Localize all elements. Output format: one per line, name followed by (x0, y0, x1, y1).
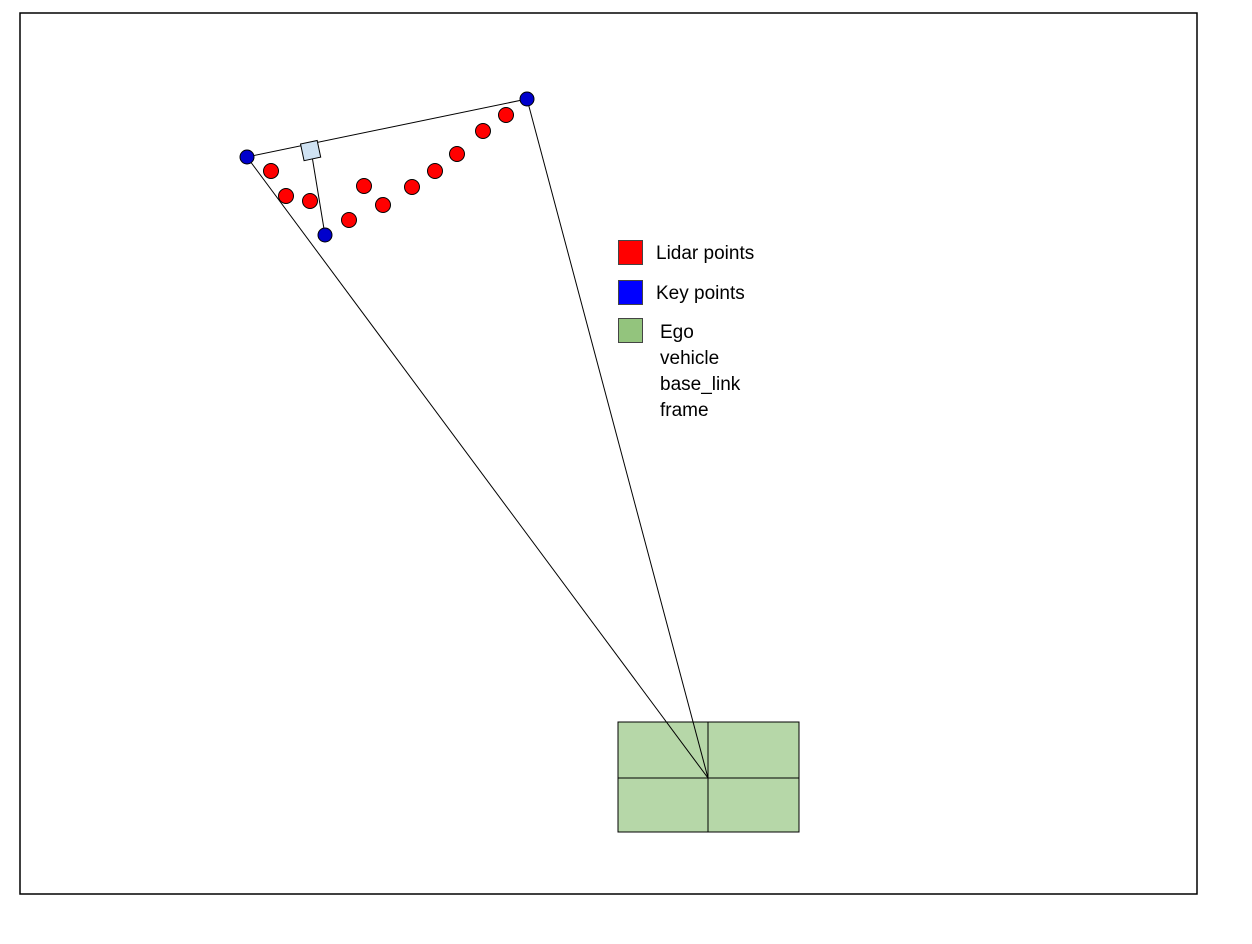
perpendicular-line (310, 149, 326, 236)
lidar-point (475, 123, 491, 139)
ray-to-right-key-point (526, 98, 709, 779)
ego-vehicle-swatch (618, 318, 643, 343)
lidar-point (375, 197, 391, 213)
key-points-swatch (618, 280, 643, 305)
lidar-point (449, 146, 465, 162)
legend-label: Ego vehicle base_link frame (660, 322, 741, 421)
key-points (239, 91, 535, 243)
lidar-point (263, 163, 279, 179)
bounding-edge (246, 98, 528, 158)
ego-vehicle (617, 721, 800, 833)
lidar-point (302, 193, 318, 209)
legend-label: Key points (656, 283, 745, 304)
key-point (519, 91, 535, 107)
lidar-point (498, 107, 514, 123)
lidar-point (356, 178, 372, 194)
diagram-border (19, 12, 1198, 895)
lidar-point (341, 212, 357, 228)
lidar-point (427, 163, 443, 179)
lidar-points-swatch (618, 240, 643, 265)
ray-to-left-key-point (246, 156, 709, 779)
lidar-points (263, 107, 514, 228)
key-point (317, 227, 333, 243)
key-point (239, 149, 255, 165)
projection-marker (299, 139, 322, 162)
lidar-point (404, 179, 420, 195)
legend-label: Lidar points (656, 243, 755, 264)
lidar-point (278, 188, 294, 204)
